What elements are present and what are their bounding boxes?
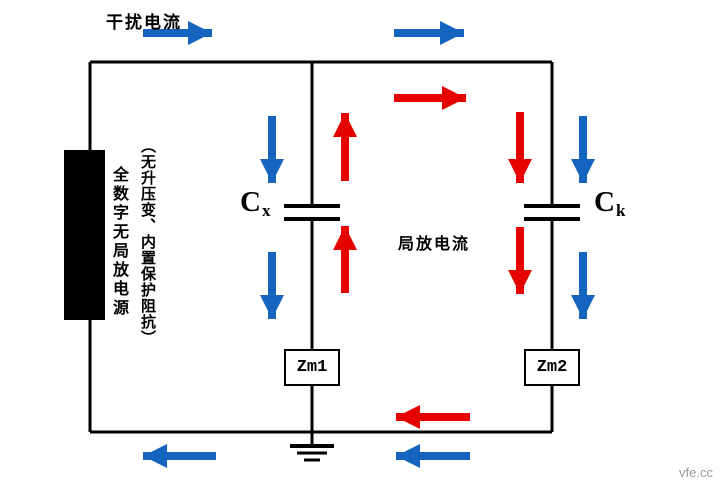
- circuit-wires: [88, 60, 580, 462]
- power-source-label: 全数字无局放电源 （无升压变、内置保护阻抗）: [103, 116, 162, 368]
- power-source-title: 全数字无局放电源: [110, 166, 127, 318]
- capacitor-left-label: Cx: [240, 186, 271, 220]
- capacitor-left-symbol: C: [240, 186, 261, 218]
- capacitor-right-symbol: C: [594, 186, 615, 218]
- discharge-current-arrows: [333, 86, 532, 429]
- power-source-bar: [64, 150, 105, 320]
- interference-current-arrows: [143, 21, 595, 468]
- impedance-right-box: Zm2: [524, 349, 580, 386]
- capacitor-right-label: Ck: [594, 186, 626, 220]
- discharge-current-label: 局放电流: [398, 236, 471, 253]
- capacitor-right-subscript: k: [615, 201, 626, 220]
- impedance-left-box: Zm1: [284, 349, 340, 386]
- watermark: vfe.cc: [679, 465, 713, 480]
- power-source-note: （无升压变、内置保护阻抗）: [139, 138, 156, 346]
- interference-current-label: 干扰电流: [106, 13, 182, 32]
- capacitor-left-subscript: x: [261, 201, 271, 220]
